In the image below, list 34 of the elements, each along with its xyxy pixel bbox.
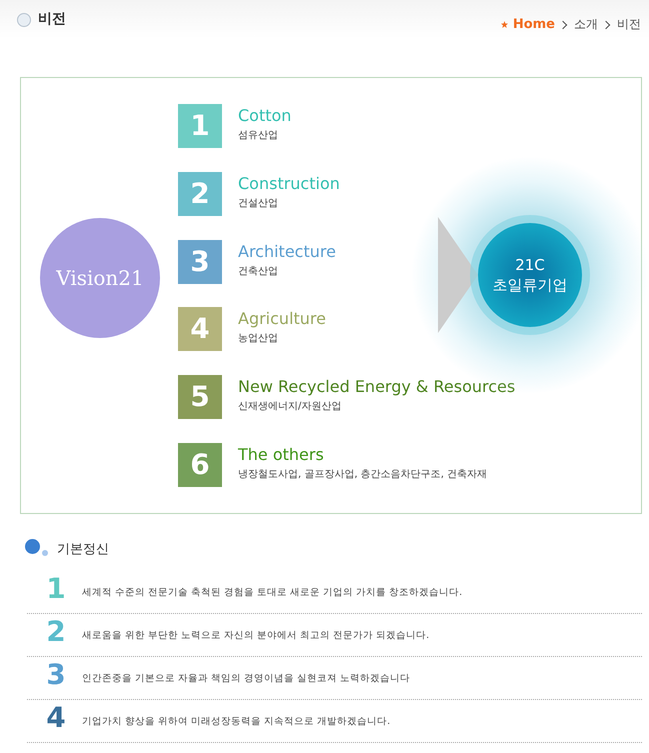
chevron-arrow <box>438 217 478 333</box>
number-badge: 4 <box>178 307 222 351</box>
home-link: Home <box>512 17 555 32</box>
item-subtitle: 농업산업 <box>238 332 278 345</box>
breadcrumb-link: 비전 <box>617 16 641 33</box>
number-badge: 2 <box>178 172 222 216</box>
item-title: Agriculture <box>238 309 326 328</box>
item-subtitle: 신재생에너지/자원산업 <box>238 400 342 413</box>
item-subtitle: 섬유산업 <box>238 129 278 142</box>
list-number: 1 <box>46 572 66 605</box>
list-number: 4 <box>46 701 66 734</box>
list-number: 2 <box>46 615 66 648</box>
item-title: Cotton <box>238 106 292 125</box>
section-heading: 기본정신 <box>57 541 109 558</box>
principle-text: 인간존중을 기본으로 자율과 책임의 경영이념을 실현코져 노력하겠습니다 <box>82 672 410 685</box>
page-title: 비전 <box>38 10 66 28</box>
vision-circle: Vision21 <box>40 218 160 338</box>
item-title: Architecture <box>238 242 336 261</box>
breadcrumb-link: 소개 <box>574 16 598 33</box>
goal-circle: 21C 초일류기업 <box>478 223 582 327</box>
number-badge: 5 <box>178 375 222 419</box>
number-badge: 6 <box>178 443 222 487</box>
principle-text: 새로움을 위한 부단한 노력으로 자신의 분야에서 최고의 전문가가 되겠습니다. <box>82 629 430 642</box>
number-badge: 3 <box>178 240 222 284</box>
item-title: Construction <box>238 174 340 193</box>
list-number: 3 <box>46 658 66 691</box>
principle-text: 세계적 수준의 전문기술 축척된 경험을 토대로 새로운 기업의 가치를 창조하겠습니다. <box>82 586 462 599</box>
item-subtitle: 건설산업 <box>238 197 278 210</box>
item-title: The others <box>238 445 324 464</box>
item-subtitle: 냉장철도사업, 골프장사업, 층간소음차단구조, 건축자재 <box>238 468 488 481</box>
number-badge: 1 <box>178 104 222 148</box>
principle-text: 기업가치 향상을 위하여 미래성장동력을 지속적으로 개발하겠습니다. <box>82 715 390 728</box>
item-subtitle: 건축산업 <box>238 265 278 278</box>
item-title: New Recycled Energy & Resources <box>238 377 516 396</box>
